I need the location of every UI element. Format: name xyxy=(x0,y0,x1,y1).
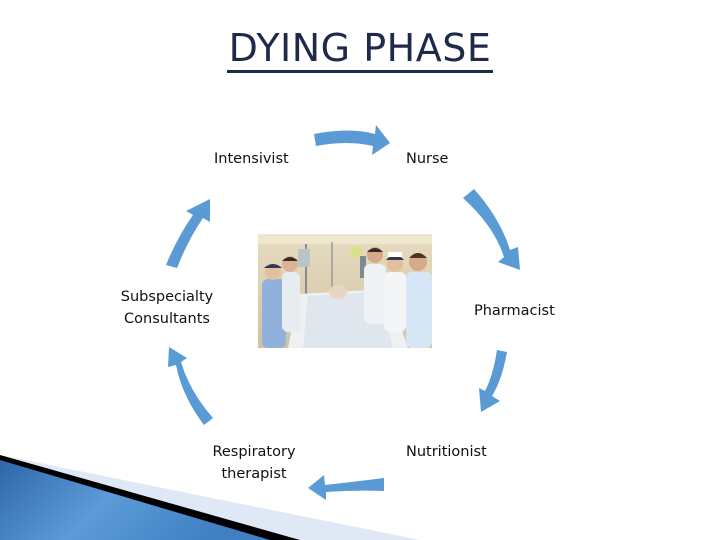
node-label-line: Consultants xyxy=(124,311,210,327)
arrow-respiratory-to-subspecialty xyxy=(168,347,213,425)
node-label-line: Respiratory xyxy=(212,444,296,460)
node-respiratory-therapist: Respiratory therapist xyxy=(205,441,303,485)
arrow-nurse-to-pharmacist xyxy=(463,189,520,270)
center-image-medical-team xyxy=(258,234,432,348)
node-nurse: Nurse xyxy=(406,148,448,170)
arrow-pharmacist-to-nutritionist xyxy=(479,350,507,412)
node-label-line: Subspecialty xyxy=(120,289,214,305)
node-label: Nurse xyxy=(406,151,449,167)
slide-title-text: DYING PHASE xyxy=(226,26,494,73)
node-label-line: therapist xyxy=(221,466,287,482)
node-intensivist: Intensivist xyxy=(214,148,289,170)
node-label: Nutritionist xyxy=(406,444,487,460)
arrow-subspecialty-to-intensivist xyxy=(166,199,210,268)
node-subspecialty-consultants: Subspecialty Consultants xyxy=(114,286,220,330)
node-pharmacist: Pharmacist xyxy=(474,300,555,322)
arrow-nutritionist-to-respiratory xyxy=(308,475,384,500)
arrow-intensivist-to-nurse xyxy=(314,125,390,155)
slide-title: DYING PHASE xyxy=(0,26,720,73)
node-nutritionist: Nutritionist xyxy=(406,441,487,463)
node-label: Intensivist xyxy=(214,151,289,167)
node-label: Pharmacist xyxy=(474,303,555,319)
